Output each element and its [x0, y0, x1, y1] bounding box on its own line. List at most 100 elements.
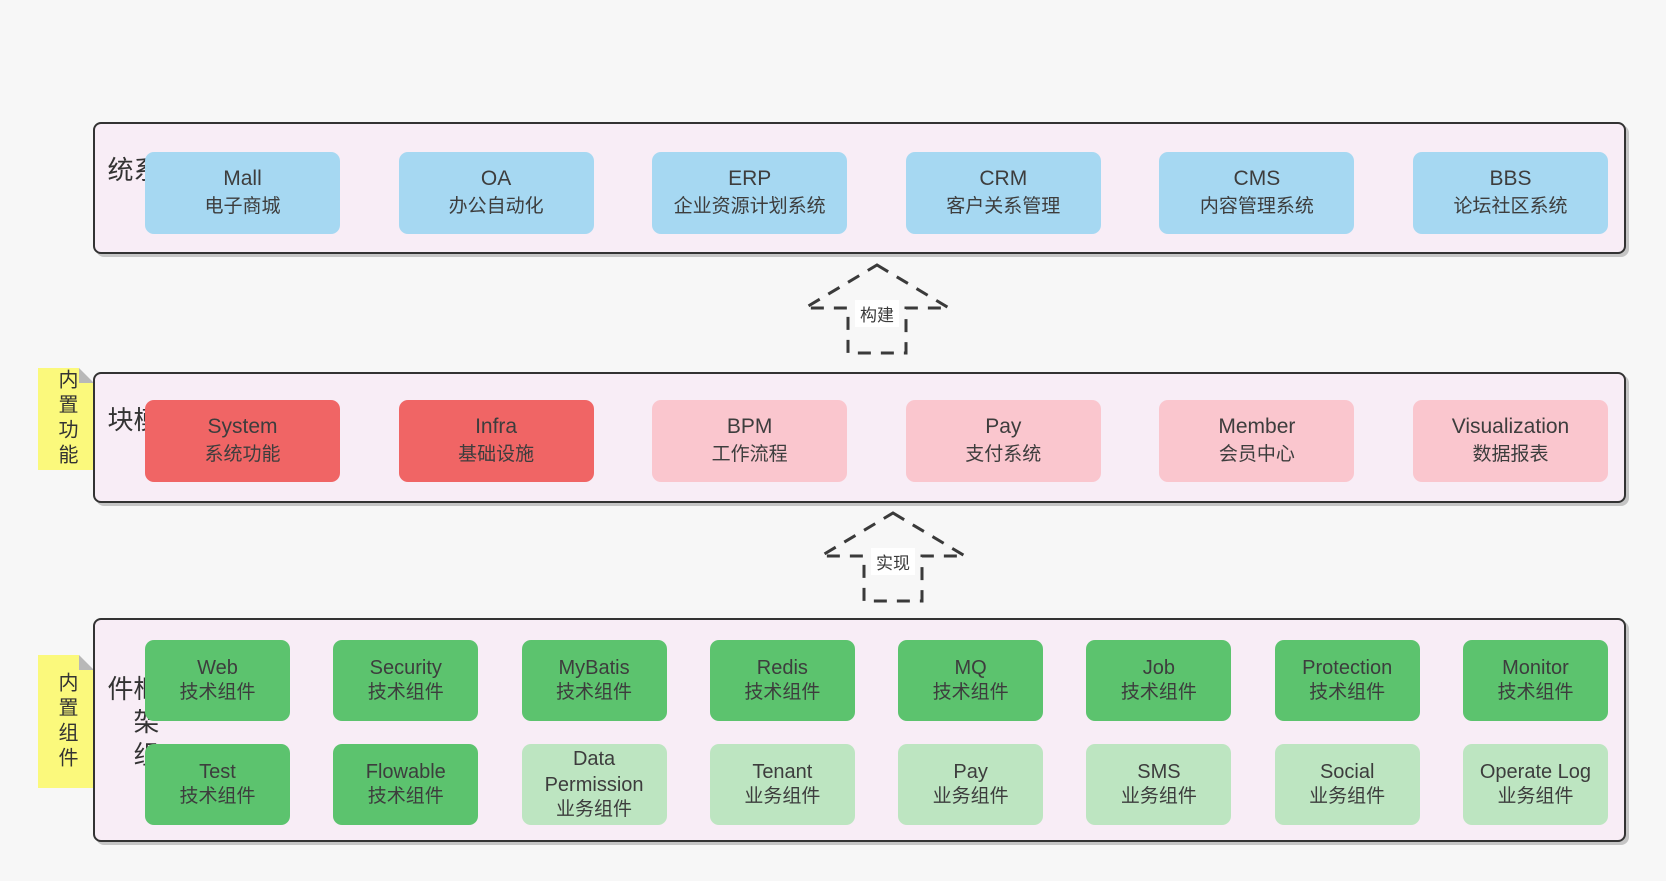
- box-subtitle: 工作流程: [711, 444, 788, 466]
- box-title: Job: [1142, 657, 1176, 680]
- box-subtitle: 技术组件: [367, 682, 444, 704]
- box-subtitle: 技术组件: [1120, 682, 1197, 704]
- box-subtitle: 技术组件: [932, 682, 1009, 704]
- box-title: Social: [1319, 761, 1375, 784]
- box-subtitle: 业务组件: [932, 786, 1009, 808]
- box-subtitle: 客户关系管理: [946, 196, 1061, 218]
- box-title: Operate Log: [1479, 761, 1592, 784]
- box-title: Visualization: [1451, 415, 1570, 439]
- box-test: Test 技术组件: [145, 744, 290, 825]
- box-social: Social 业务组件: [1274, 744, 1420, 825]
- box-web: Web 技术组件: [145, 640, 290, 721]
- box-subtitle: 技术组件: [179, 682, 256, 704]
- box-bpm: BPM 工作流程: [652, 400, 848, 482]
- band-business-systems: 业务系统 Mall 电子商城 OA 办公自动化 ERP 企业资源计划系统 CRM…: [93, 122, 1626, 254]
- box-title: Tenant: [752, 761, 813, 784]
- box-subtitle: 业务组件: [1120, 786, 1197, 808]
- box-monitor: Monitor 技术组件: [1462, 640, 1608, 721]
- arrow-implement: 实现: [818, 510, 968, 604]
- box-title: Infra: [475, 415, 518, 439]
- box-subtitle: 技术组件: [1497, 682, 1574, 704]
- box-title: MQ: [954, 657, 987, 680]
- box-pay-component: Pay 业务组件: [898, 744, 1044, 825]
- arrow-up-icon: [818, 511, 968, 603]
- box-title: CRM: [979, 167, 1028, 191]
- box-mall: Mall 电子商城: [145, 152, 340, 234]
- box-subtitle: 业务组件: [556, 799, 633, 821]
- sticky-text: 内置功能: [55, 369, 77, 469]
- box-subtitle: 技术组件: [744, 682, 821, 704]
- box-title: BPM: [726, 415, 773, 439]
- box-visualization: Visualization 数据报表: [1412, 400, 1608, 482]
- band-framework-components: 框架组件 Web 技术组件 Security 技术组件 MyBatis 技术组件…: [93, 618, 1626, 842]
- box-mq: MQ 技术组件: [898, 640, 1044, 721]
- box-protection: Protection 技术组件: [1274, 640, 1420, 721]
- box-title: Pay: [953, 761, 988, 784]
- box-system: System 系统功能: [145, 400, 340, 482]
- box-subtitle: 技术组件: [1309, 682, 1386, 704]
- box-subtitle: 业务组件: [744, 786, 821, 808]
- box-title: Test: [199, 761, 236, 784]
- box-pay-system: Pay 支付系统: [905, 400, 1101, 482]
- arrow-build: 构建: [802, 262, 952, 356]
- box-subtitle: 技术组件: [367, 786, 444, 808]
- box-title: Data Permission: [544, 748, 644, 797]
- box-title: MyBatis: [558, 657, 630, 680]
- box-redis: Redis 技术组件: [709, 640, 855, 721]
- box-subtitle: 数据报表: [1472, 444, 1549, 466]
- box-title: ERP: [728, 167, 772, 191]
- sticky-note-built-in-components: 内置组件: [38, 655, 94, 788]
- arrow-up-icon: [802, 263, 952, 355]
- box-title: SMS: [1137, 761, 1181, 784]
- box-subtitle: 基础设施: [458, 444, 535, 466]
- box-bbs: BBS 论坛社区系统: [1412, 152, 1608, 234]
- box-operate-log: Operate Log 业务组件: [1462, 744, 1608, 825]
- box-title: Redis: [756, 657, 808, 680]
- box-erp: ERP 企业资源计划系统: [652, 152, 848, 234]
- box-title: Pay: [985, 415, 1022, 439]
- box-title: CMS: [1233, 167, 1281, 191]
- box-subtitle: 论坛社区系统: [1453, 196, 1568, 218]
- box-title: Mall: [223, 167, 262, 191]
- box-oa: OA 办公自动化: [398, 152, 594, 234]
- box-title: Protection: [1302, 657, 1393, 680]
- sticky-text: 内置组件: [55, 671, 77, 772]
- components-box-row-2: Test 技术组件 Flowable 技术组件 Data Permission …: [145, 744, 1608, 825]
- box-subtitle: 办公自动化: [448, 196, 544, 218]
- arrow-build-label: 构建: [855, 300, 899, 327]
- box-infra: Infra 基础设施: [398, 400, 594, 482]
- box-cms: CMS 内容管理系统: [1159, 152, 1355, 234]
- box-title: Security: [369, 657, 442, 680]
- box-subtitle: 企业资源计划系统: [673, 196, 826, 218]
- box-subtitle: 业务组件: [1309, 786, 1386, 808]
- box-title: Monitor: [1502, 657, 1569, 680]
- box-subtitle: 技术组件: [179, 786, 256, 808]
- components-box-row-1: Web 技术组件 Security 技术组件 MyBatis 技术组件 Redi…: [145, 640, 1608, 721]
- box-title: Web: [197, 657, 238, 680]
- sticky-note-built-in-features: 内置功能: [38, 368, 94, 470]
- box-flowable: Flowable 技术组件: [333, 744, 479, 825]
- box-subtitle: 系统功能: [204, 444, 281, 466]
- box-subtitle: 业务组件: [1497, 786, 1574, 808]
- box-security: Security 技术组件: [333, 640, 479, 721]
- box-title: BBS: [1489, 167, 1532, 191]
- box-subtitle: 会员中心: [1218, 444, 1295, 466]
- box-title: Member: [1218, 415, 1296, 439]
- box-tenant: Tenant 业务组件: [709, 744, 855, 825]
- band-common-modules: 通用模块 System 系统功能 Infra 基础设施 BPM 工作流程 Pay…: [93, 372, 1626, 503]
- modules-box-row: System 系统功能 Infra 基础设施 BPM 工作流程 Pay 支付系统…: [145, 400, 1608, 482]
- box-crm: CRM 客户关系管理: [905, 152, 1101, 234]
- box-member: Member 会员中心: [1159, 400, 1355, 482]
- box-mybatis: MyBatis 技术组件: [521, 640, 667, 721]
- box-subtitle: 支付系统: [965, 444, 1042, 466]
- business-box-row: Mall 电子商城 OA 办公自动化 ERP 企业资源计划系统 CRM 客户关系…: [145, 152, 1608, 234]
- box-title: OA: [480, 167, 512, 191]
- box-subtitle: 技术组件: [556, 682, 633, 704]
- box-job: Job 技术组件: [1086, 640, 1232, 721]
- box-sms: SMS 业务组件: [1086, 744, 1232, 825]
- box-subtitle: 内容管理系统: [1199, 196, 1314, 218]
- box-subtitle: 电子商城: [204, 196, 281, 218]
- arrow-implement-label: 实现: [871, 548, 915, 575]
- box-title: Flowable: [365, 761, 446, 784]
